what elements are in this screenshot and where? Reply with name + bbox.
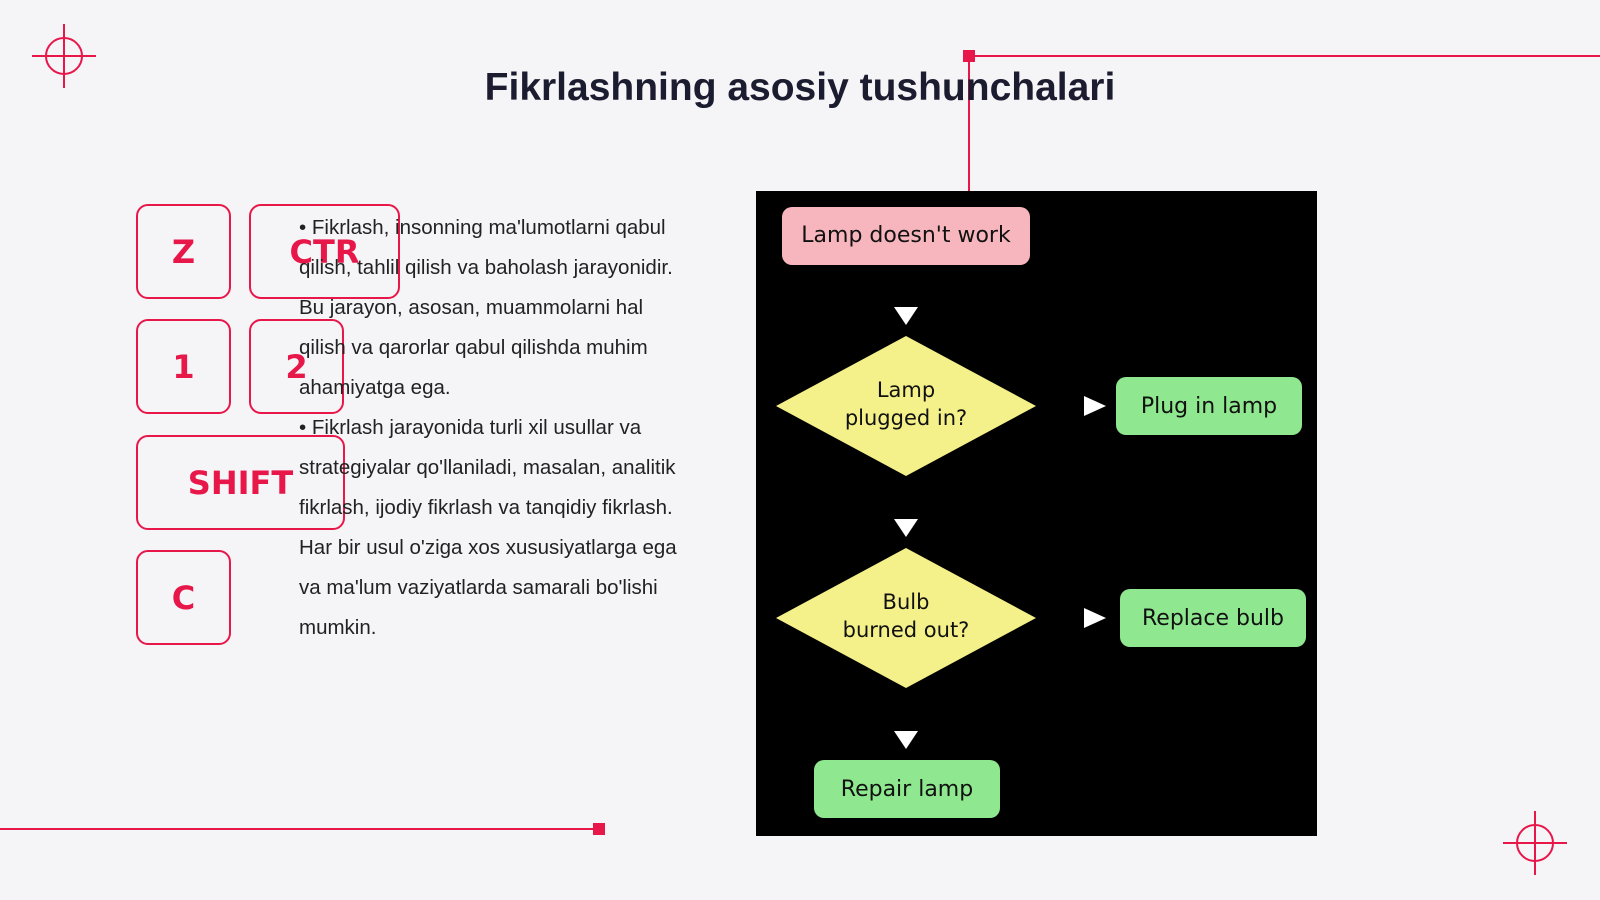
key-ctr: CTR — [249, 204, 400, 299]
flow-action-2-label: Replace bulb — [1142, 606, 1284, 631]
arrow-right-icon — [1084, 608, 1106, 628]
paragraph: • Fikrlash jarayonida turli xil usullar … — [299, 416, 677, 639]
paragraph: • Fikrlash, insonning ma'lumotlarni qabu… — [299, 216, 673, 399]
flowchart-image: Lamp doesn't work Lamp plugged in? Plug … — [756, 191, 1317, 836]
decor-square-bottom — [593, 823, 605, 835]
crosshair-icon — [1503, 811, 1567, 875]
body-text: • Fikrlash, insonning ma'lumotlarni qabu… — [299, 208, 691, 648]
decor-line-bottom — [0, 828, 598, 830]
arrow-down-icon — [894, 519, 918, 537]
flow-action-1-label: Plug in lamp — [1141, 394, 1277, 419]
key-z: Z — [136, 204, 231, 299]
flow-action-1-box — [1116, 377, 1302, 435]
key-shift: SHIFT — [136, 435, 345, 530]
flow-decision-1 — [776, 336, 1036, 476]
flow-decision-2-line-2: burned out? — [843, 618, 970, 642]
flow-start-label: Lamp doesn't work — [801, 223, 1011, 248]
arrow-right-icon — [1084, 396, 1106, 416]
flow-decision-1-line-2: plugged in? — [845, 406, 967, 430]
key-1: 1 — [136, 319, 231, 414]
slide-title: Fikrlashning asosiy tushunchalari — [484, 66, 1116, 109]
flow-decision-2 — [776, 548, 1036, 688]
crosshair-icon — [32, 24, 96, 88]
flow-decision-1-line-1: Lamp — [877, 378, 935, 402]
flow-start-box — [782, 207, 1030, 265]
flow-end-label: Repair lamp — [841, 777, 973, 802]
flow-action-2-box — [1120, 589, 1306, 647]
arrow-down-icon — [894, 731, 918, 749]
decor-line-vertical — [968, 56, 970, 191]
arrow-down-icon — [894, 307, 918, 325]
flow-end-box — [814, 760, 1000, 818]
decor-line-top — [969, 55, 1600, 57]
key-c: C — [136, 550, 231, 645]
flow-decision-2-line-1: Bulb — [883, 590, 930, 614]
key-2: 2 — [249, 319, 344, 414]
